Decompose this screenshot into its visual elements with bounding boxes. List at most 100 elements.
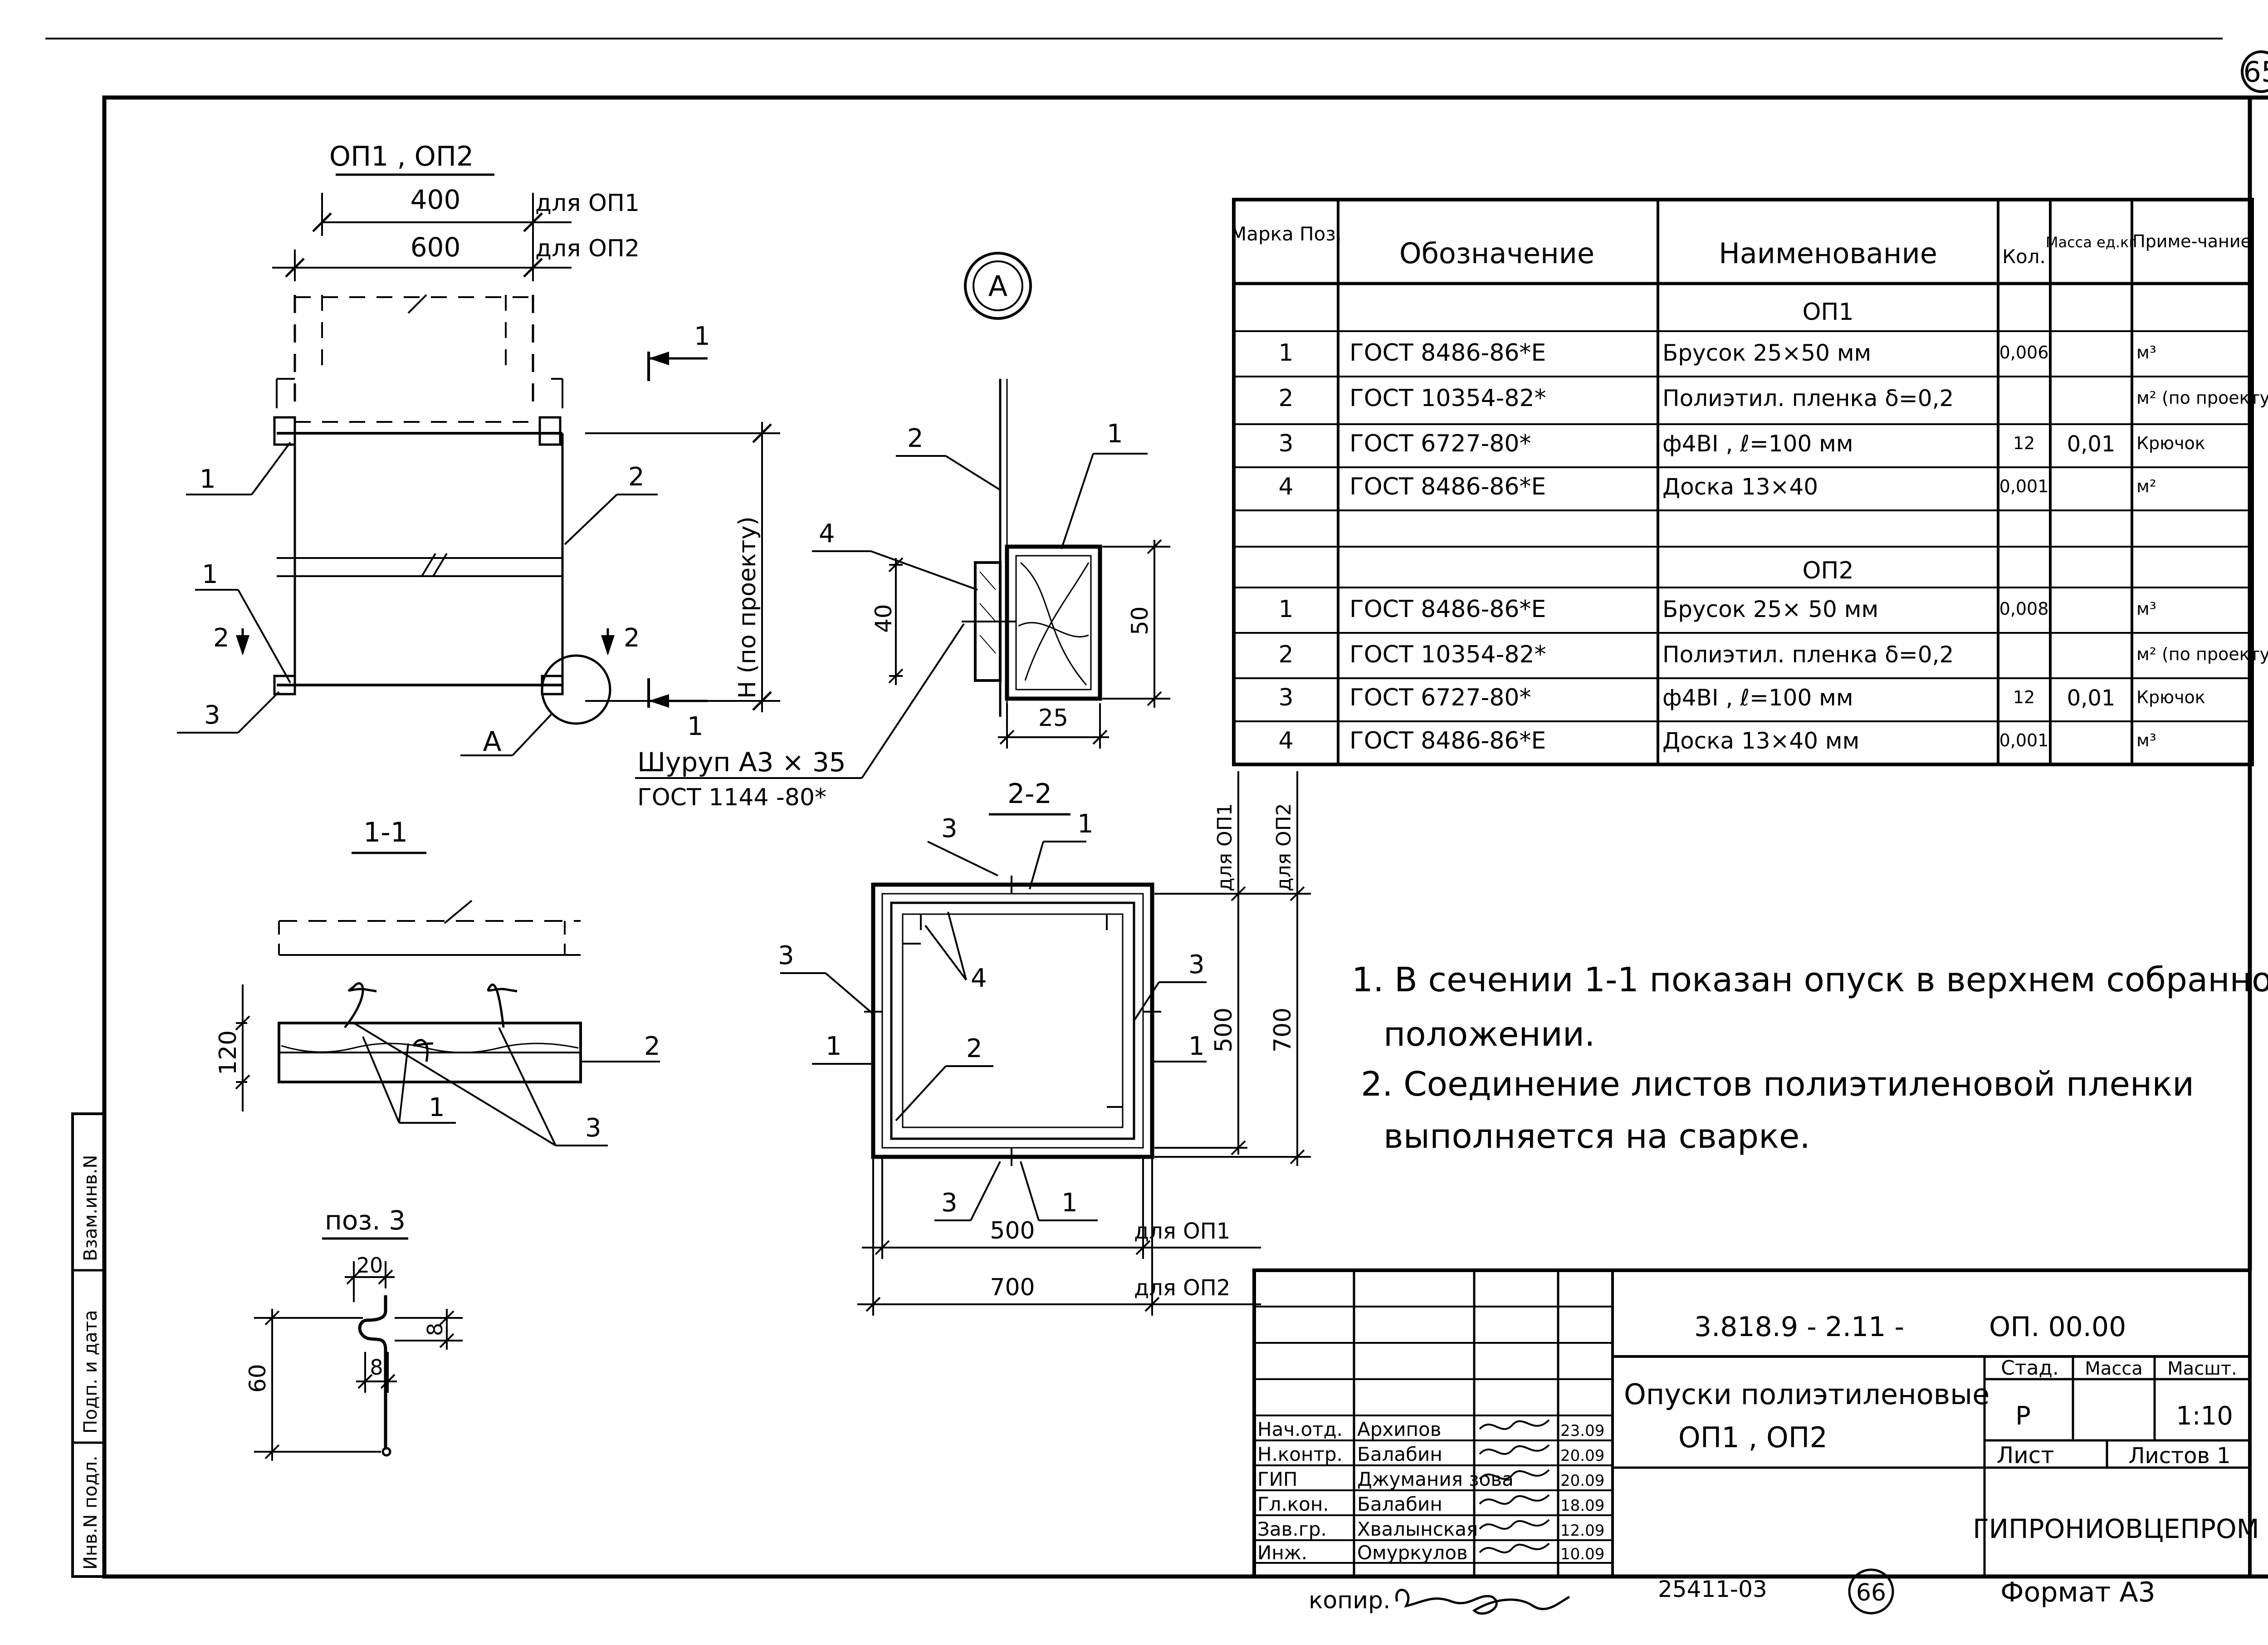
spec-qty: 0,006: [1999, 343, 2049, 362]
organization: ГИПРОНИОВЦЕПРОМ: [1973, 1513, 2259, 1544]
sheet-label: Лист: [1997, 1442, 2054, 1469]
spec-pos: 3: [1278, 684, 1293, 711]
group-op2: ОП2: [1802, 557, 1853, 584]
spec-qty: 12: [2013, 433, 2035, 453]
signer-role: Н.контр.: [1257, 1443, 1343, 1465]
signer-name: Хвалынская: [1357, 1518, 1478, 1540]
spec-pos: 1: [1278, 339, 1293, 367]
section-2-2-leader-2: 2: [966, 1034, 982, 1063]
main-leader-2: 2: [628, 462, 645, 492]
section-2-2-for-op2-v: для ОП2: [1272, 803, 1295, 891]
section-2-2-title: 2-2: [1007, 778, 1052, 810]
section-1-1-leader-1: 1: [429, 1093, 445, 1122]
spec-name: Доска 13×40 мм: [1662, 728, 1859, 754]
dim-for-op1: для ОП1: [535, 190, 640, 217]
section-2-2-for-op1-h: для ОП1: [1134, 1219, 1230, 1244]
scale-header: Масшт.: [2167, 1358, 2237, 1379]
sheet-number-badge: 65: [2241, 50, 2268, 93]
section-2-2-leader-3-left: 3: [778, 941, 794, 970]
signer-name: Балабин: [1357, 1493, 1442, 1515]
spec-pos: 4: [1278, 727, 1293, 754]
pos3-dim-8a: 8: [423, 1323, 447, 1336]
spec-name: Брусок 25× 50 мм: [1662, 596, 1878, 622]
signer-date: 18.09: [1560, 1497, 1604, 1515]
pos3-title: поз. 3: [325, 1205, 406, 1236]
spec-name: Полиэтил. пленка δ=0,2: [1662, 385, 1954, 411]
main-leader-3: 3: [204, 700, 220, 730]
signer-signature: [1479, 1519, 1550, 1530]
section-2-2-leader-1-left: 1: [826, 1032, 842, 1061]
screw-label: Шуруп А3 × 35: [637, 747, 846, 778]
title-block: 3.818.9 - 2.11 - ОП. 00.00 Опуски полиэт…: [1252, 1268, 2259, 1578]
detail-a-leader-2: 2: [907, 424, 924, 453]
spec-pos: 2: [1278, 385, 1293, 412]
section-1-1-leader-3: 3: [585, 1113, 601, 1143]
sheet-number: 65: [2244, 55, 2268, 88]
section-2-2-dim-700-v: 700: [1269, 1008, 1296, 1053]
header-qty: Кол.: [2002, 245, 2046, 268]
pos3-detail: поз. 3 20 8 8 60: [244, 1205, 463, 1461]
section-1-1: 1-1 120 2 1 3: [215, 817, 660, 1146]
section-2-2-for-op1-v: для ОП1: [1213, 803, 1237, 891]
mass-header: Масса: [2085, 1358, 2143, 1379]
header-designation: Обозначение: [1399, 237, 1594, 270]
spec-note: Крючок: [2136, 687, 2205, 707]
signer-date: 23.09: [1560, 1422, 1604, 1440]
spec-name: Доска 13×40: [1662, 474, 1818, 500]
callout-a-label: А: [483, 726, 501, 758]
spec-designation: ГОСТ 8486-86*Е: [1349, 727, 1546, 754]
section-1-1-dim-120: 120: [215, 1030, 242, 1075]
section-2-2-leader-3-bottom: 3: [941, 1188, 958, 1218]
signer-signature: [1479, 1444, 1550, 1455]
detail-a-title: А: [988, 269, 1007, 303]
detail-a: А 40 50 25 2 1: [635, 252, 1170, 811]
dim-for-op2: для ОП2: [535, 235, 640, 262]
main-leader-1b: 1: [202, 560, 218, 589]
signer-date: 20.09: [1560, 1472, 1604, 1490]
spec-note: м²: [2136, 476, 2156, 496]
spec-note: м³: [2136, 599, 2156, 619]
spec-qty: 12: [2013, 687, 2035, 707]
spec-note: Крючок: [2136, 433, 2205, 453]
spec-designation: ГОСТ 6727-80*: [1349, 430, 1531, 457]
spec-qty: 0,008: [1999, 599, 2049, 619]
detail-a-dim-50: 50: [1127, 606, 1153, 635]
spec-name: Брусок 25×50 мм: [1662, 340, 1871, 366]
stamp-inv-replace: Взам.инв.N: [80, 1155, 101, 1261]
spec-qty: 0,001: [1999, 730, 2049, 750]
spec-pos: 1: [1278, 596, 1293, 623]
dim-400: 400: [411, 184, 461, 215]
doc-suffix: ОП. 00.00: [1989, 1311, 2126, 1343]
detail-a-leader-4: 4: [819, 519, 835, 548]
sheet-frame: [102, 95, 2268, 1579]
signer-role: Инж.: [1257, 1542, 1307, 1564]
spec-pos: 3: [1278, 430, 1293, 457]
sheets-label: Листов 1: [2128, 1443, 2230, 1469]
section2-mark-right: 2: [624, 623, 640, 653]
signer-signature: [1479, 1494, 1550, 1505]
left-stamp: Инв.N подл. Подп. и дата Взам.инв.N: [71, 1112, 106, 1578]
spec-designation: ГОСТ 8486-86*Е: [1349, 473, 1546, 500]
spec-qty: 0,001: [1999, 476, 2049, 496]
signer-name: Архипов: [1357, 1418, 1441, 1440]
signer-date: 12.09: [1560, 1522, 1604, 1540]
signer-role: ГИП: [1257, 1468, 1298, 1490]
spec-mass: 0,01: [2067, 685, 2116, 711]
spec-designation: ГОСТ 8486-86*Е: [1349, 339, 1546, 367]
note-line-3: 2. Соединение листов полиэтиленовой плен…: [1361, 1065, 2194, 1104]
detail-a-leader-1: 1: [1107, 419, 1123, 449]
detail-a-dim-40: 40: [870, 604, 897, 633]
signer-role: Гл.кон.: [1257, 1493, 1329, 1515]
section-mark-bottom: 1: [687, 712, 704, 741]
header-pos: Марка Поз.: [1230, 223, 1342, 245]
note-line-2: положении.: [1383, 1015, 1595, 1054]
header-name: Наименование: [1719, 237, 1937, 270]
spec-table: Марка Поз. Обозначение Наименование Кол.…: [1230, 198, 2268, 766]
title-line-2: ОП1 , ОП2: [1678, 1421, 1828, 1454]
signer-signature: [1479, 1542, 1550, 1553]
spec-note: м² (по проекту): [2136, 388, 2268, 408]
signer-signature: [1479, 1419, 1550, 1430]
pos3-dim-20: 20: [357, 1253, 383, 1278]
